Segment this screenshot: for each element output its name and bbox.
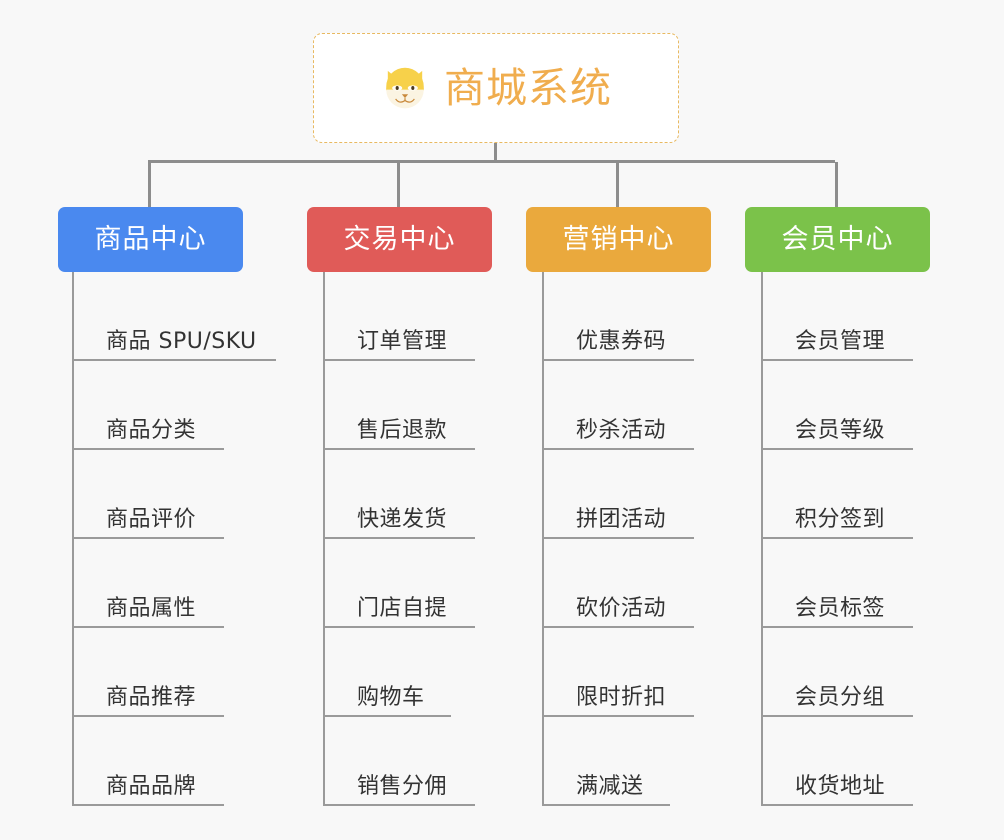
leaf-item-label: 满减送	[576, 774, 644, 799]
connector-drop-4	[835, 162, 838, 208]
leaf-item[interactable]: 会员等级	[761, 361, 913, 450]
leaf-item[interactable]: 砍价活动	[542, 539, 694, 628]
leaf-item-label: 会员标签	[795, 596, 886, 621]
leaf-item[interactable]: 会员标签	[761, 539, 913, 628]
leaf-item[interactable]: 商品推荐	[72, 628, 224, 717]
leaf-item[interactable]: 购物车	[323, 628, 451, 717]
leaf-item-label: 会员管理	[795, 329, 886, 354]
leaf-item[interactable]: 订单管理	[323, 272, 475, 361]
category-header-1[interactable]: 商品中心	[58, 207, 243, 272]
leaf-item-label: 快递发货	[357, 507, 448, 532]
connector-drop-3	[616, 162, 619, 208]
connector-horizontal-bus	[148, 160, 835, 163]
leaf-spine	[323, 272, 325, 806]
leaf-item-label: 商品分类	[106, 418, 197, 443]
leaf-item[interactable]: 商品分类	[72, 361, 224, 450]
leaf-item-label: 会员分组	[795, 685, 886, 710]
leaf-item-label: 商品推荐	[106, 685, 197, 710]
category-header-label: 交易中心	[343, 224, 456, 255]
leaf-item-underline	[323, 804, 475, 806]
leaf-item[interactable]: 优惠券码	[542, 272, 694, 361]
category-header-label: 会员中心	[781, 224, 894, 255]
leaf-item-label: 会员等级	[795, 418, 886, 443]
category-header-2[interactable]: 交易中心	[307, 207, 492, 272]
leaf-item-underline	[542, 626, 694, 628]
leaf-item-underline	[761, 804, 913, 806]
leaf-item[interactable]: 门店自提	[323, 539, 475, 628]
leaf-item[interactable]: 会员分组	[761, 628, 913, 717]
leaf-item[interactable]: 销售分佣	[323, 717, 475, 806]
leaf-item-underline	[542, 448, 694, 450]
leaf-item[interactable]: 商品 SPU/SKU	[72, 272, 276, 361]
leaf-item-underline	[761, 359, 913, 361]
leaf-item-underline	[542, 359, 694, 361]
leaf-item-underline	[761, 626, 913, 628]
leaf-item-underline	[761, 537, 913, 539]
leaf-item-label: 订单管理	[357, 329, 448, 354]
leaf-item-label: 秒杀活动	[576, 418, 667, 443]
leaf-item-label: 商品品牌	[106, 774, 197, 799]
leaf-item[interactable]: 满减送	[542, 717, 670, 806]
leaf-item[interactable]: 收货地址	[761, 717, 913, 806]
leaf-spine	[761, 272, 763, 806]
leaf-item[interactable]: 限时折扣	[542, 628, 694, 717]
leaf-item-underline	[323, 715, 451, 717]
leaf-item-underline	[323, 537, 475, 539]
leaf-item-underline	[72, 715, 224, 717]
leaf-item[interactable]: 商品评价	[72, 450, 224, 539]
leaf-item-underline	[542, 537, 694, 539]
category-header-label: 营销中心	[562, 224, 675, 255]
leaf-item-label: 限时折扣	[576, 685, 667, 710]
leaf-item-underline	[72, 359, 276, 361]
root-node-mall-system[interactable]: 商城系统	[313, 33, 679, 143]
leaf-item-label: 销售分佣	[357, 774, 448, 799]
leaf-item-underline	[72, 804, 224, 806]
leaf-item[interactable]: 会员管理	[761, 272, 913, 361]
leaf-item[interactable]: 商品属性	[72, 539, 224, 628]
leaf-item-label: 商品评价	[106, 507, 197, 532]
leaf-item-label: 优惠券码	[576, 329, 667, 354]
leaf-item-label: 砍价活动	[576, 596, 667, 621]
leaf-item[interactable]: 快递发货	[323, 450, 475, 539]
leaf-item-label: 商品 SPU/SKU	[106, 329, 257, 354]
leaf-item-label: 购物车	[357, 685, 425, 710]
connector-drop-1	[148, 162, 151, 208]
connector-root-stem	[494, 143, 497, 162]
category-header-label: 商品中心	[94, 224, 207, 255]
shiba-dog-face-icon	[386, 67, 424, 109]
category-header-3[interactable]: 营销中心	[526, 207, 711, 272]
leaf-item-underline	[761, 715, 913, 717]
leaf-item-underline	[323, 448, 475, 450]
leaf-item[interactable]: 积分签到	[761, 450, 913, 539]
leaf-item-underline	[72, 448, 224, 450]
leaf-item-label: 拼团活动	[576, 507, 667, 532]
leaf-spine	[72, 272, 74, 806]
leaf-item[interactable]: 商品品牌	[72, 717, 224, 806]
leaf-item-underline	[323, 626, 475, 628]
leaf-spine	[542, 272, 544, 806]
connector-drop-2	[397, 162, 400, 208]
leaf-item-label: 收货地址	[795, 774, 886, 799]
leaf-item-underline	[323, 359, 475, 361]
leaf-item-label: 售后退款	[357, 418, 448, 443]
leaf-item[interactable]: 秒杀活动	[542, 361, 694, 450]
leaf-item[interactable]: 售后退款	[323, 361, 475, 450]
leaf-item-underline	[761, 448, 913, 450]
leaf-item-underline	[542, 715, 694, 717]
leaf-item-underline	[542, 804, 670, 806]
leaf-item-label: 商品属性	[106, 596, 197, 621]
leaf-item-underline	[72, 537, 224, 539]
leaf-item-underline	[72, 626, 224, 628]
root-node-title: 商城系统	[444, 63, 612, 112]
category-header-4[interactable]: 会员中心	[745, 207, 930, 272]
leaf-item-label: 门店自提	[357, 596, 448, 621]
leaf-item-label: 积分签到	[795, 507, 886, 532]
leaf-item[interactable]: 拼团活动	[542, 450, 694, 539]
